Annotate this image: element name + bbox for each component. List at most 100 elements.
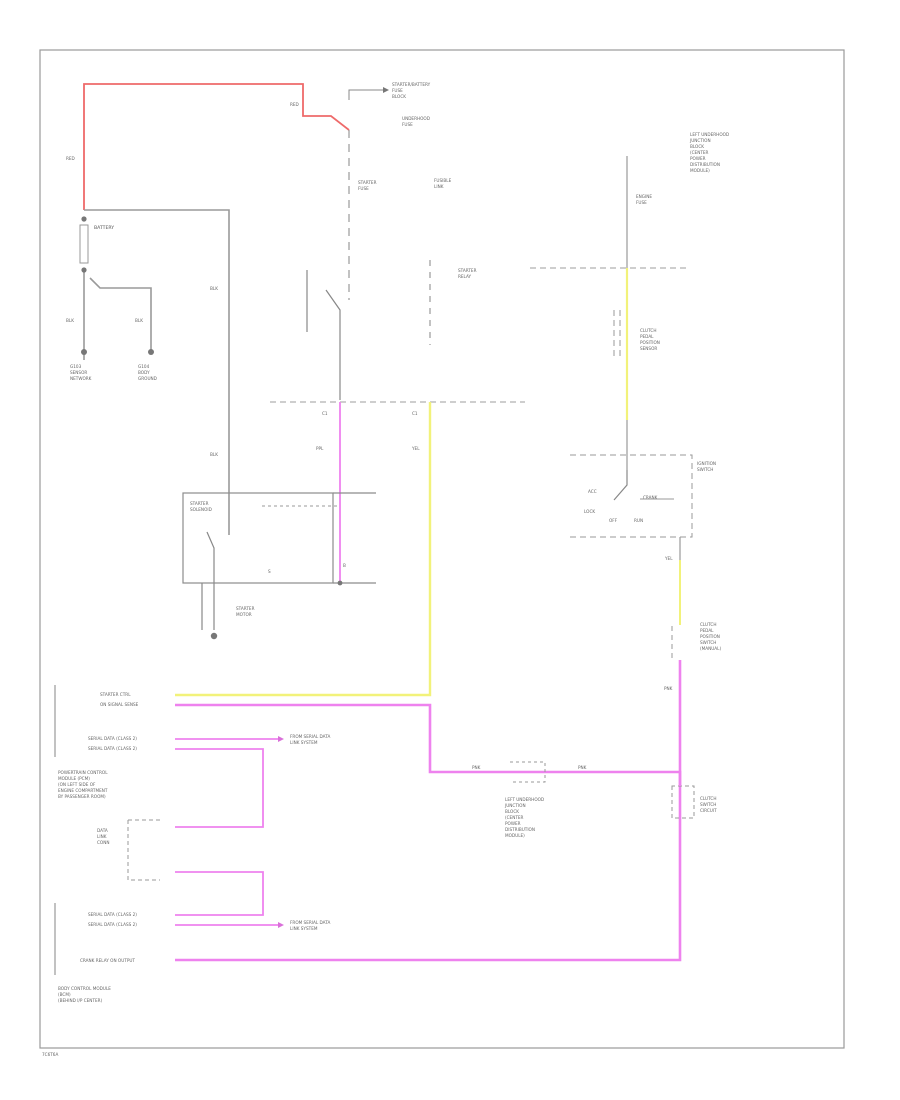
ecm-row-serial-1: SERIAL DATA (CLASS 2) — [88, 736, 137, 741]
battery — [79, 224, 89, 264]
right-connector-label-2: SWITCH — [700, 802, 716, 807]
ground-label-left: G103 — [70, 364, 82, 369]
ground-label-right-3: GROUND — [138, 376, 157, 381]
wire-code-red-2: RED — [290, 102, 299, 107]
starter-solenoid-label-2: SOLENOID — [190, 507, 212, 512]
solenoid-terminal-dot — [337, 580, 343, 586]
clutch-switch-label-3: POSITION — [640, 340, 660, 345]
dlc-serial-pink — [175, 871, 264, 916]
fuse-feed-arrow — [348, 89, 383, 100]
dlc-label-3: CONN — [97, 840, 110, 845]
junction-connector-box — [510, 761, 546, 783]
starter-solenoid-label: STARTER — [190, 501, 209, 506]
neutral-safety-label-4: SWITCH — [700, 640, 716, 645]
neutral-safety-label: CLUTCH — [700, 622, 717, 627]
wire-code-blk-4: BLK — [210, 452, 218, 457]
starter-fuse-label-2: FUSE — [358, 186, 369, 191]
underhood-fuse-label-2: FUSE — [402, 122, 413, 127]
fuse-feed-arrowhead — [383, 87, 389, 93]
left-underhood-block-label-7: MODULE) — [690, 168, 710, 173]
bcm-label-3: (BEHIND I/P CENTER) — [58, 998, 103, 1003]
ground-label-right: G104 — [138, 364, 150, 369]
left-underhood-block-label-4: (CENTER — [690, 150, 709, 155]
junction-label: LEFT UNDERHOOD — [505, 797, 544, 802]
ground-terminal-left — [81, 349, 87, 355]
pcm-label-2: MODULE (PCM) — [58, 776, 90, 781]
starter-solenoid-box — [182, 492, 334, 584]
left-underhood-block-label-3: BLOCK — [690, 144, 704, 149]
connector-code-2: C1 — [412, 411, 418, 416]
starter-relay-label: STARTER — [458, 268, 477, 273]
ign-pos-off: OFF — [609, 518, 618, 523]
wire-code-ppl-upper: PPL — [316, 446, 324, 451]
right-connector-box — [671, 785, 695, 819]
bcm-right-label-2: LINK SYSTEM — [290, 926, 318, 931]
ecm-row-serial-2: SERIAL DATA (CLASS 2) — [88, 746, 137, 751]
ign-pos-acc: ACC — [588, 489, 597, 494]
pcm-label: POWERTRAIN CONTROL — [58, 770, 108, 775]
wire-code-blk-2: BLK — [135, 318, 143, 323]
ignition-switch-box — [570, 454, 693, 538]
starter-relay-label-2: RELAY — [458, 274, 472, 279]
junction-label-2: JUNCTION — [504, 803, 526, 808]
neutral-safety-label-2: PEDAL — [700, 628, 714, 633]
ecm-row-on-signal: ON SIGNAL SENSE — [100, 702, 139, 707]
left-underhood-block-label-2: JUNCTION — [689, 138, 711, 143]
battery-label: BATTERY — [94, 225, 114, 231]
ignition-switch-label: IGNITION — [697, 461, 716, 466]
solenoid-pin-b: B — [343, 563, 346, 568]
hot-at-all-times-label-3: BLOCK — [392, 94, 406, 99]
pcm-label-3: (ON LEFT SIDE OF — [58, 782, 96, 787]
hot-at-all-times-label: STARTER/BATTERY — [392, 82, 431, 87]
ignition-switch-label-2: SWITCH — [697, 467, 713, 472]
wire-code-yel-upper: YEL — [411, 446, 420, 451]
serial-arrowhead-1 — [278, 736, 284, 742]
starter-ctrl-yellow-wire — [175, 402, 432, 697]
battery-terminal-positive — [81, 216, 87, 222]
wire-code-blk-3: BLK — [210, 286, 218, 291]
bcm-label-2: (BCM) — [58, 992, 71, 997]
ignition-switch-wiper — [613, 470, 628, 501]
wire-code-pnk-junction-2: PNK — [578, 765, 587, 770]
neutral-safety-label-5: (MANUAL) — [700, 646, 722, 651]
connector-code-1: C1 — [322, 411, 328, 416]
wire-code-pnk-crank: PNK — [664, 686, 673, 691]
ign-pos-crank: CRANK — [643, 495, 658, 500]
fusible-link-label-2: LINK — [434, 184, 444, 189]
serial-arrowhead-2 — [278, 922, 284, 928]
battery-ground-wire-branch — [89, 277, 152, 352]
ign-pos-run: RUN — [634, 518, 643, 523]
left-underhood-block-label-6: DISTRIBUTION — [690, 162, 720, 167]
fusible-link-label: FUSIBLE — [434, 178, 452, 183]
hot-at-all-times-label-2: FUSE — [392, 88, 403, 93]
battery-terminal-negative — [81, 267, 87, 273]
starter-relay-switch — [325, 289, 341, 400]
ecm-row-right-label-2: LINK SYSTEM — [290, 740, 318, 745]
junction-label-3: BLOCK — [505, 809, 519, 814]
right-connector-label: CLUTCH — [700, 796, 717, 801]
starter-motor-label-2: MOTOR — [236, 612, 252, 617]
ign-pos-lock: LOCK — [584, 509, 595, 514]
junction-label-4: (CENTER — [505, 815, 524, 820]
battery-to-starter-wire — [84, 209, 230, 535]
ecm-row-starter-ctrl: STARTER CTRL — [100, 692, 131, 697]
solenoid-contact-switch — [206, 531, 215, 583]
starter-fuse-label: STARTER — [358, 180, 377, 185]
diagram-frame — [39, 49, 845, 1049]
ecm-row-right-label: FROM SERIAL DATA — [290, 734, 330, 739]
right-connector-label-3: CIRCUIT — [700, 808, 717, 813]
battery-positive-wire — [83, 83, 350, 210]
neutral-safety-label-3: POSITION — [700, 634, 720, 639]
wire-code-red-1: RED — [66, 156, 75, 161]
left-underhood-block-label: LEFT UNDERHOOD — [690, 132, 729, 137]
solenoid-motor-terminal — [210, 632, 218, 640]
pcm-serial-pink-2 — [175, 748, 264, 828]
clutch-switch-label-4: SENSOR — [640, 346, 657, 351]
ground-terminal-right — [148, 349, 154, 355]
starter-motor-label: STARTER — [236, 606, 255, 611]
pcm-label-4: ENGINE COMPARTMENT — [58, 788, 108, 793]
ground-label-left-2: SENSOR — [70, 370, 87, 375]
underhood-fuse-label: UNDERHOOD — [402, 116, 430, 121]
bcm-label: BODY CONTROL MODULE — [58, 986, 111, 991]
